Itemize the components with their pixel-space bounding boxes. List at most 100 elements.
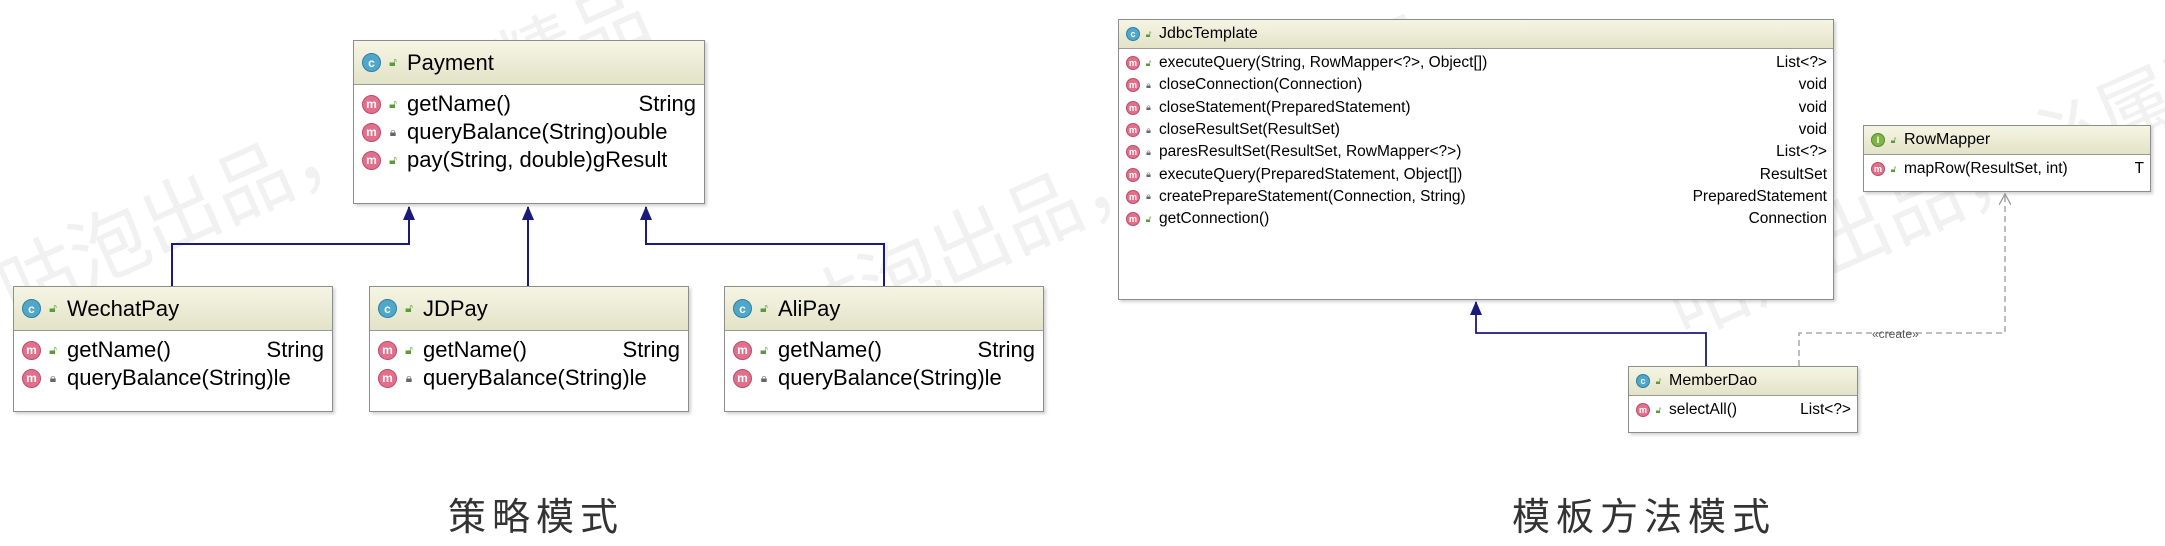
method-row[interactable]: m 🔒︎ paresResultSet(ResultSet, RowMapper… bbox=[1119, 141, 1833, 163]
class-name: Payment bbox=[407, 49, 494, 75]
method-row[interactable]: m 🔓︎ pay(String, double) gResult bbox=[354, 146, 704, 174]
return-type: List<?> bbox=[1776, 54, 1827, 72]
class-name: AliPay bbox=[778, 295, 841, 321]
protected-visibility-icon: 🔒︎ bbox=[49, 370, 57, 385]
method-icon: m bbox=[1126, 167, 1140, 182]
method-icon: m bbox=[1126, 123, 1140, 138]
inheritance-edge-wechatpay bbox=[171, 206, 415, 286]
method-name: getName() bbox=[423, 337, 527, 362]
method-icon: m bbox=[378, 368, 397, 388]
class-alipay[interactable]: c 🔓︎ AliPay m 🔓︎ getName() String m 🔒︎ q… bbox=[724, 286, 1044, 412]
method-row[interactable]: m 🔓︎ selectAll() List<?> bbox=[1629, 399, 1857, 421]
return-type: le bbox=[984, 365, 1002, 390]
method-row[interactable]: m 🔒︎ executeQuery(PreparedStatement, Obj… bbox=[1119, 163, 1833, 185]
class-name: JDPay bbox=[423, 295, 488, 321]
return-type: void bbox=[1798, 121, 1827, 139]
method-row[interactable]: m 🔒︎ createPrepareStatement(Connection, … bbox=[1119, 186, 1833, 208]
caption-template-method: 模板方法模式 bbox=[1512, 495, 1777, 539]
method-name: queryBalance(String) bbox=[778, 365, 985, 390]
public-visibility-icon: 🔓︎ bbox=[389, 96, 397, 111]
method-icon: m bbox=[362, 94, 381, 114]
method-name: getName() bbox=[778, 337, 882, 362]
method-icon: m bbox=[22, 340, 41, 360]
class-icon: c bbox=[362, 53, 381, 72]
method-row[interactable]: m 🔒︎ closeStatement(PreparedStatement) v… bbox=[1119, 97, 1833, 119]
method-row[interactable]: m 🔓︎ getName() String bbox=[725, 336, 1043, 364]
class-header: c 🔓︎ JdbcTemplate bbox=[1119, 20, 1833, 49]
method-row[interactable]: m 🔓︎ getName() String bbox=[354, 90, 704, 118]
caption-strategy: 策略模式 bbox=[448, 495, 625, 539]
class-header: I 🔓︎ RowMapper bbox=[1864, 126, 2150, 155]
method-row[interactable]: m 🔓︎ mapRow(ResultSet, int) T bbox=[1864, 158, 2150, 180]
method-icon: m bbox=[362, 122, 381, 142]
method-icon: m bbox=[1871, 162, 1885, 177]
method-name: getName() bbox=[407, 91, 511, 116]
class-icon: c bbox=[1636, 374, 1650, 388]
class-wechatpay[interactable]: c 🔓︎ WechatPay m 🔓︎ getName() String m 🔒… bbox=[13, 286, 333, 412]
method-name: closeConnection(Connection) bbox=[1159, 76, 1363, 94]
method-row[interactable]: m 🔓︎ getConnection() Connection bbox=[1119, 208, 1833, 230]
class-name: RowMapper bbox=[1904, 131, 1991, 148]
method-row[interactable]: m 🔒︎ queryBalance(String) le bbox=[14, 364, 332, 392]
method-icon: m bbox=[1636, 403, 1650, 418]
class-name: JdbcTemplate bbox=[1159, 25, 1258, 42]
method-name: executeQuery(PreparedStatement, Object[]… bbox=[1159, 165, 1463, 183]
class-icon: c bbox=[22, 299, 41, 318]
protected-visibility-icon: 🔒︎ bbox=[1146, 79, 1151, 90]
class-jdpay[interactable]: c 🔓︎ JDPay m 🔓︎ getName() String m 🔒︎ qu… bbox=[369, 286, 689, 412]
return-type: PreparedStatement bbox=[1692, 187, 1827, 205]
return-type: le bbox=[629, 365, 647, 390]
class-jdbctemplate[interactable]: c 🔓︎ JdbcTemplate m 🔓︎ executeQuery(Stri… bbox=[1118, 19, 1834, 300]
method-row[interactable]: m 🔒︎ queryBalance(String) ouble bbox=[354, 118, 704, 146]
method-name: queryBalance(String) bbox=[67, 365, 274, 390]
protected-visibility-icon: 🔒︎ bbox=[1146, 169, 1151, 180]
public-visibility-icon: 🔓︎ bbox=[405, 342, 413, 357]
class-icon: c bbox=[733, 299, 752, 318]
return-type: le bbox=[273, 365, 291, 390]
public-visibility-icon: 🔓︎ bbox=[1145, 213, 1152, 224]
method-name: executeQuery(String, RowMapper<?>, Objec… bbox=[1159, 54, 1488, 72]
class-header: c 🔓︎ JDPay bbox=[370, 287, 688, 331]
public-visibility-icon: 🔓︎ bbox=[405, 301, 413, 315]
class-memberdao[interactable]: c 🔓︎ MemberDao m 🔓︎ selectAll() List<?> bbox=[1628, 366, 1858, 433]
method-row[interactable]: m 🔒︎ closeConnection(Connection) void bbox=[1119, 74, 1833, 96]
protected-visibility-icon: 🔒︎ bbox=[1146, 146, 1151, 157]
return-type: String bbox=[638, 91, 696, 116]
method-icon: m bbox=[378, 340, 397, 360]
method-icon: m bbox=[1126, 100, 1140, 115]
protected-visibility-icon: 🔒︎ bbox=[1146, 191, 1151, 202]
method-row[interactable]: m 🔓︎ getName() String bbox=[370, 336, 688, 364]
method-row[interactable]: m 🔒︎ queryBalance(String) le bbox=[370, 364, 688, 392]
method-row[interactable]: m 🔒︎ queryBalance(String) le bbox=[725, 364, 1043, 392]
return-type: void bbox=[1798, 98, 1827, 116]
method-name: selectAll() bbox=[1669, 401, 1738, 419]
method-name: mapRow(ResultSet, int) bbox=[1904, 160, 2068, 178]
class-icon: c bbox=[1126, 27, 1140, 41]
method-row[interactable]: m 🔒︎ closeResultSet(ResultSet) void bbox=[1119, 119, 1833, 141]
protected-visibility-icon: 🔒︎ bbox=[760, 370, 768, 385]
public-visibility-icon: 🔓︎ bbox=[1890, 163, 1897, 174]
return-type: void bbox=[1798, 76, 1827, 94]
class-payment[interactable]: c 🔓︎ Payment m 🔓︎ getName() String m 🔒︎ … bbox=[353, 40, 705, 204]
return-type: List<?> bbox=[1776, 143, 1827, 161]
method-icon: m bbox=[22, 368, 41, 388]
method-icon: m bbox=[1126, 56, 1140, 71]
create-stereotype-label: «create» bbox=[1872, 327, 1919, 341]
public-visibility-icon: 🔓︎ bbox=[389, 152, 397, 167]
protected-visibility-icon: 🔒︎ bbox=[1146, 124, 1151, 135]
method-name: paresResultSet(ResultSet, RowMapper<?>) bbox=[1159, 143, 1462, 161]
method-row[interactable]: m 🔓︎ executeQuery(String, RowMapper<?>, … bbox=[1119, 52, 1833, 74]
public-visibility-icon: 🔓︎ bbox=[1145, 57, 1152, 68]
interface-rowmapper[interactable]: I 🔓︎ RowMapper m 🔓︎ mapRow(ResultSet, in… bbox=[1863, 125, 2151, 192]
public-visibility-icon: 🔓︎ bbox=[760, 301, 768, 315]
create-dependency-edge bbox=[1798, 194, 2005, 366]
return-type: ResultSet bbox=[1759, 165, 1827, 183]
public-visibility-icon: 🔓︎ bbox=[1655, 404, 1662, 415]
method-name: queryBalance(String) bbox=[423, 365, 630, 390]
class-header: c 🔓︎ Payment bbox=[354, 41, 704, 85]
public-visibility-icon: 🔓︎ bbox=[1655, 375, 1662, 386]
return-type: T bbox=[2134, 160, 2144, 178]
method-row[interactable]: m 🔓︎ getName() String bbox=[14, 336, 332, 364]
public-visibility-icon: 🔓︎ bbox=[49, 301, 57, 315]
